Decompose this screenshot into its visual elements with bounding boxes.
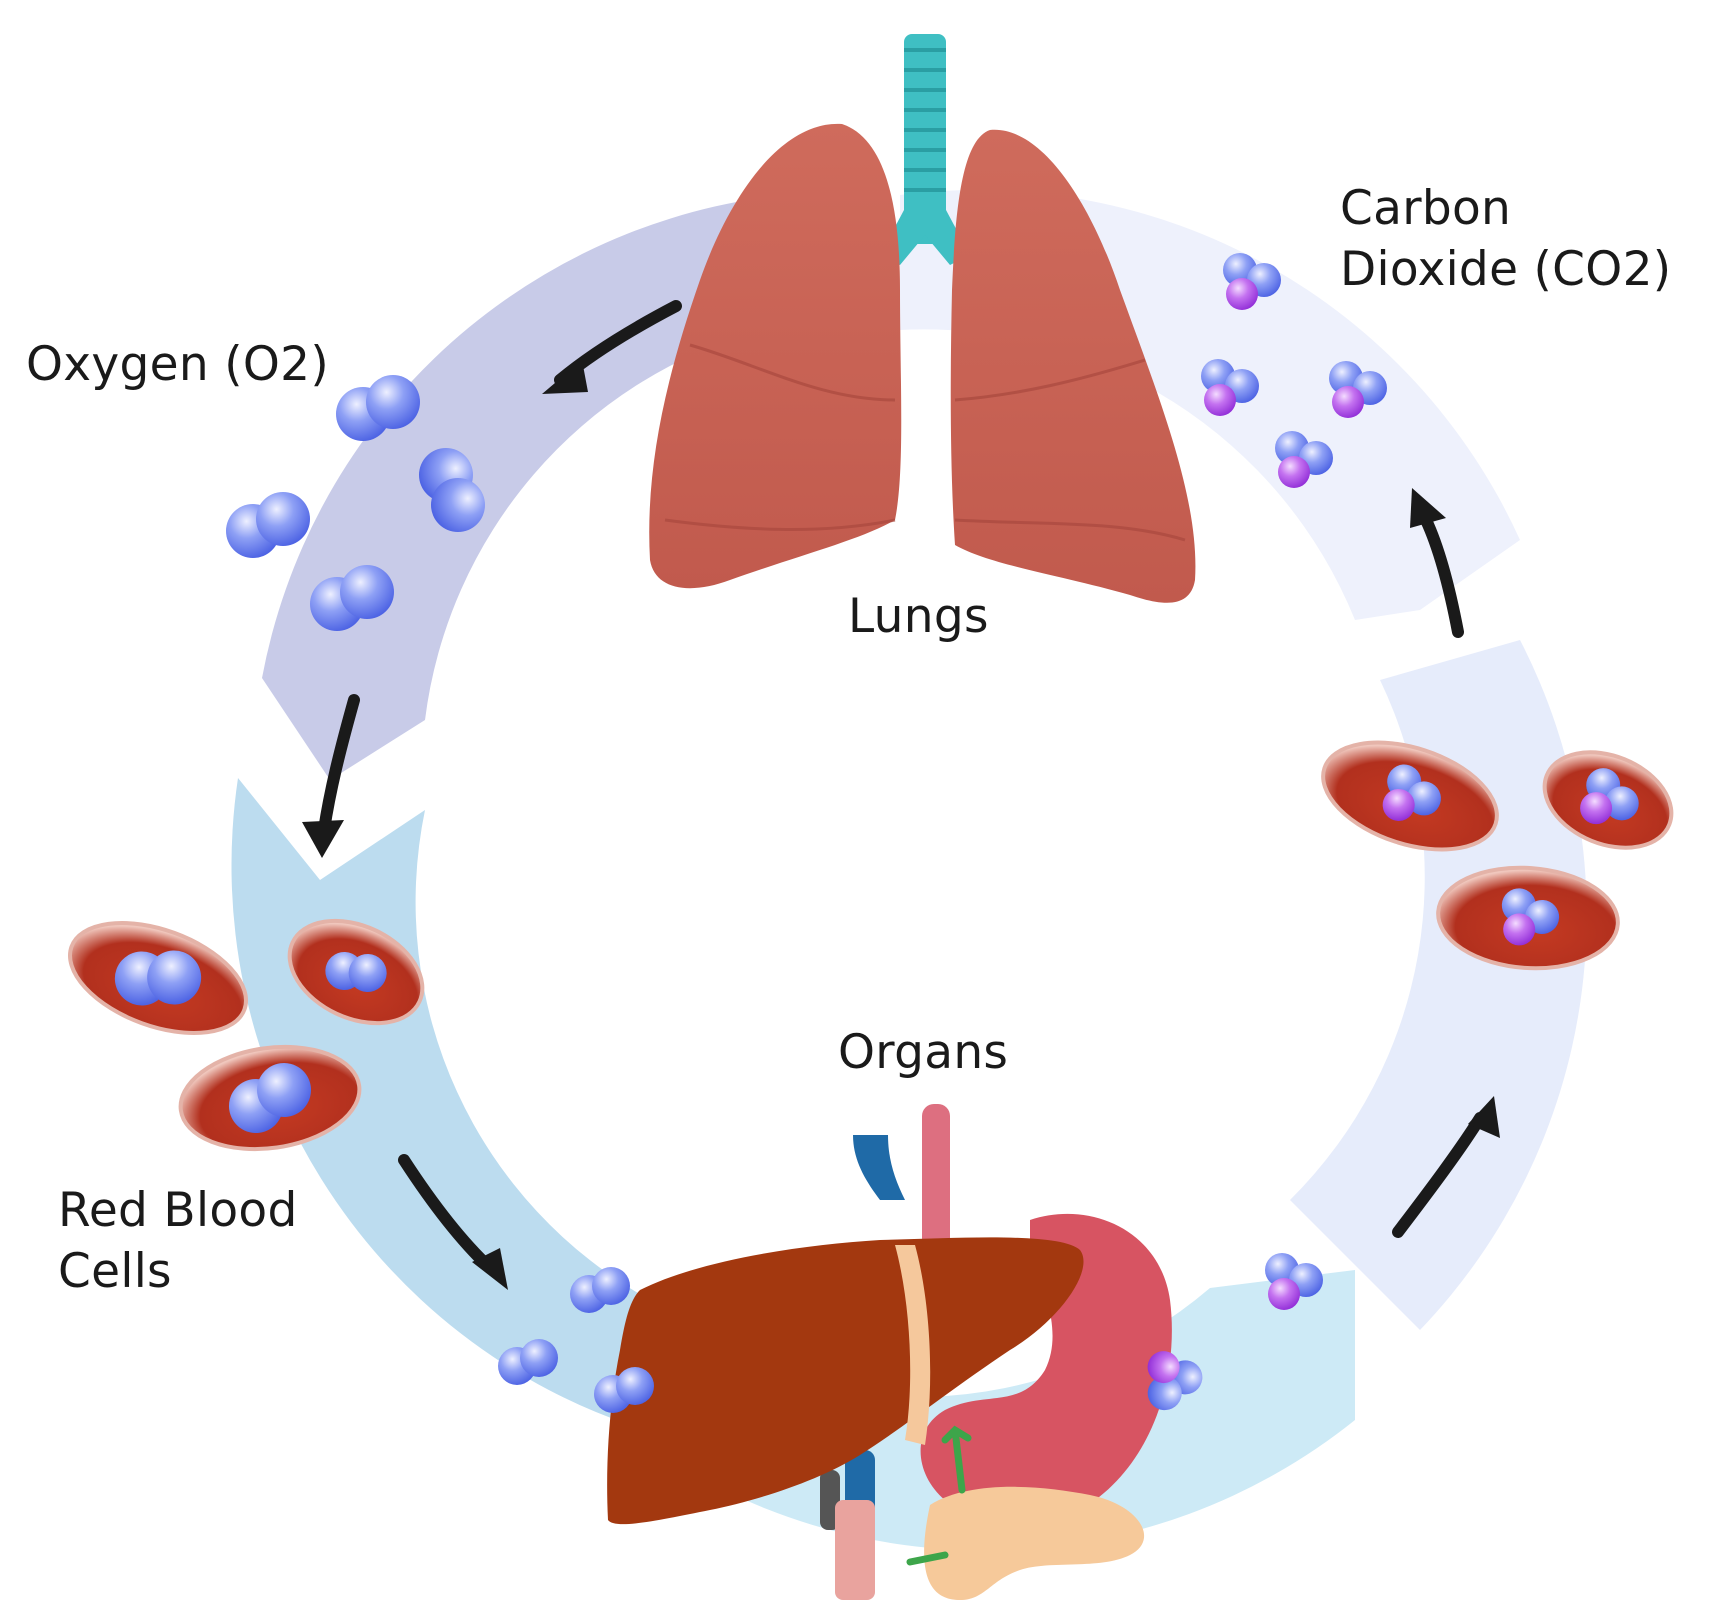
carbon-dioxide-label: Carbon Dioxide (CO2) bbox=[1340, 178, 1671, 300]
red-blood-cells-label-line2: Cells bbox=[58, 1244, 172, 1300]
stomach-icon bbox=[920, 1213, 1172, 1525]
cycle-arrow-icon bbox=[542, 300, 682, 394]
red-blood-cell-icon bbox=[1321, 740, 1499, 852]
trachea-icon bbox=[880, 34, 970, 265]
cycle-arrow-icon bbox=[302, 694, 360, 858]
red-blood-cell-icon bbox=[287, 918, 425, 1026]
red-blood-cell-icon bbox=[178, 1044, 362, 1152]
lungs-icon bbox=[649, 34, 1196, 603]
carbon-dioxide-label-line1: Carbon bbox=[1340, 181, 1512, 236]
organs-label-text: Organs bbox=[838, 1025, 1009, 1080]
red-blood-cells-label-line1: Red Blood bbox=[58, 1183, 298, 1238]
carbon-dioxide-label-line2: Dioxide (CO2) bbox=[1340, 242, 1672, 298]
cycle-arrows bbox=[302, 300, 1500, 1290]
oxygen-band bbox=[262, 198, 760, 780]
red-blood-cell-icon bbox=[68, 921, 248, 1035]
liver-icon bbox=[607, 1237, 1084, 1525]
co2-band-lower bbox=[1290, 640, 1587, 1330]
red-blood-cell-icon bbox=[1542, 750, 1674, 850]
cycle-arrow-icon bbox=[398, 1154, 508, 1290]
red-blood-cell-icon bbox=[1436, 865, 1620, 971]
organs-label: Organs bbox=[838, 1022, 1008, 1083]
oxygen-label-text: Oxygen (O2) bbox=[26, 337, 329, 392]
pancreas-icon bbox=[924, 1486, 1145, 1600]
oxygen-label: Oxygen (O2) bbox=[26, 334, 329, 395]
red-blood-cells-co2 bbox=[1321, 740, 1674, 971]
red-blood-cells-oxygen bbox=[68, 918, 425, 1152]
lungs-label: Lungs bbox=[848, 586, 989, 647]
cycle-arrow-icon bbox=[1392, 1096, 1500, 1238]
oxygen-molecule-icon bbox=[226, 492, 310, 558]
lungs-label-text: Lungs bbox=[848, 589, 989, 644]
cycle-arrow-icon bbox=[1410, 488, 1464, 638]
organs-illustration bbox=[607, 1104, 1172, 1600]
red-blood-cells-label: Red Blood Cells bbox=[58, 1180, 298, 1302]
blood-vessel-icon bbox=[820, 1104, 950, 1600]
